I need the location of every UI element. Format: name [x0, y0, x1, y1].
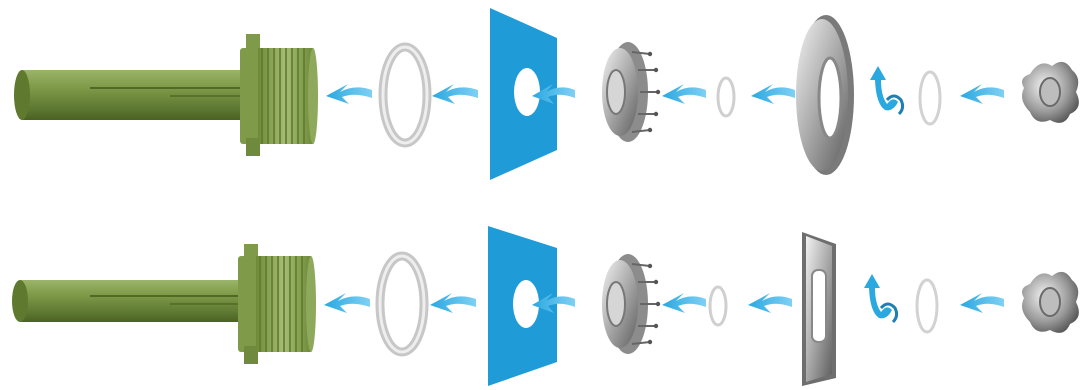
twist-arrow: [870, 66, 905, 116]
insert-arrow: [748, 293, 792, 313]
twist-arrow: [864, 274, 899, 324]
assembly-row-round-svg: [14, 8, 1079, 180]
knob-cap: [1022, 61, 1079, 123]
insert-arrow: [662, 293, 706, 313]
large-gasket: [378, 42, 432, 148]
nozzle-body: [602, 42, 661, 142]
assembly-row-square-svg: [12, 226, 1079, 386]
wall-panel: [488, 226, 557, 386]
threaded-pipe: [12, 244, 316, 364]
insert-arrow: [532, 293, 575, 313]
knob-cap: [1022, 271, 1079, 333]
nozzle-body: [602, 254, 661, 354]
insert-arrow: [960, 84, 1004, 104]
o-ring: [918, 70, 942, 126]
threaded-pipe: [14, 34, 318, 156]
assembly-row-round: [0, 0, 1081, 190]
trim-flange-square: [802, 232, 836, 386]
insert-arrow: [662, 84, 706, 104]
wall-panel: [490, 8, 557, 180]
insert-arrow: [324, 293, 370, 313]
insert-arrow: [532, 84, 575, 104]
assembly-row-square: [0, 200, 1081, 390]
insert-arrow: [432, 84, 478, 104]
insert-arrow: [430, 293, 476, 313]
large-gasket: [375, 251, 429, 357]
small-o-ring: [708, 285, 728, 327]
insert-arrow: [326, 84, 372, 104]
trim-flange-round: [796, 15, 854, 175]
insert-arrow: [751, 84, 795, 104]
small-o-ring: [716, 76, 736, 118]
o-ring: [915, 278, 939, 334]
insert-arrow: [960, 293, 1004, 313]
